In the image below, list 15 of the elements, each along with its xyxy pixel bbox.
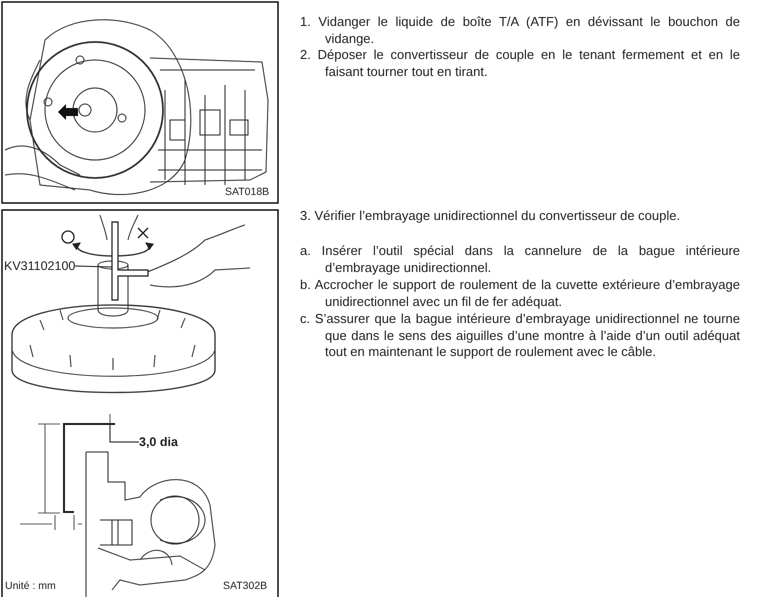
dimension-label: 3,0 dia	[139, 435, 178, 449]
leader-line	[110, 424, 140, 442]
leader-line	[74, 266, 112, 268]
special-tool	[111, 221, 149, 301]
wire-hook	[63, 423, 115, 513]
unit-note: Unité : mm	[4, 580, 57, 592]
instruction-substep: c. S’assurer que la bague intérieure d’embrayage unidirectionnel ne tourne que dans le sens des aiguilles d’une montre à l’aide d’un outil adéquat tout en maintenant le support de roulement avec le câble.	[300, 311, 740, 361]
figure-code: SAT018B	[224, 186, 270, 198]
instruction-substep: b. Accrocher le support de roulement de la cuvette extérieure d’embrayage unidirectionnel avec un fil de fer adéquat.	[300, 277, 740, 310]
figure-code: SAT302B	[222, 580, 268, 592]
instruction-step: 2. Déposer le convertisseur de couple en le tenant fermement et en le faisant tourner tout en tirant.	[300, 47, 740, 80]
part-number: KV31102100	[4, 259, 76, 273]
instruction-substep: a. Insérer l’outil spécial dans la cannelure de la bague intérieure d’embrayage unidirectionnel.	[300, 243, 740, 276]
instruction-step: 3. Vérifier l’embrayage unidirectionnel du convertisseur de couple.	[300, 208, 740, 225]
instruction-step: 1. Vidanger le liquide de boîte T/A (ATF) en dévissant le bouchon de vidange.	[300, 14, 740, 48]
